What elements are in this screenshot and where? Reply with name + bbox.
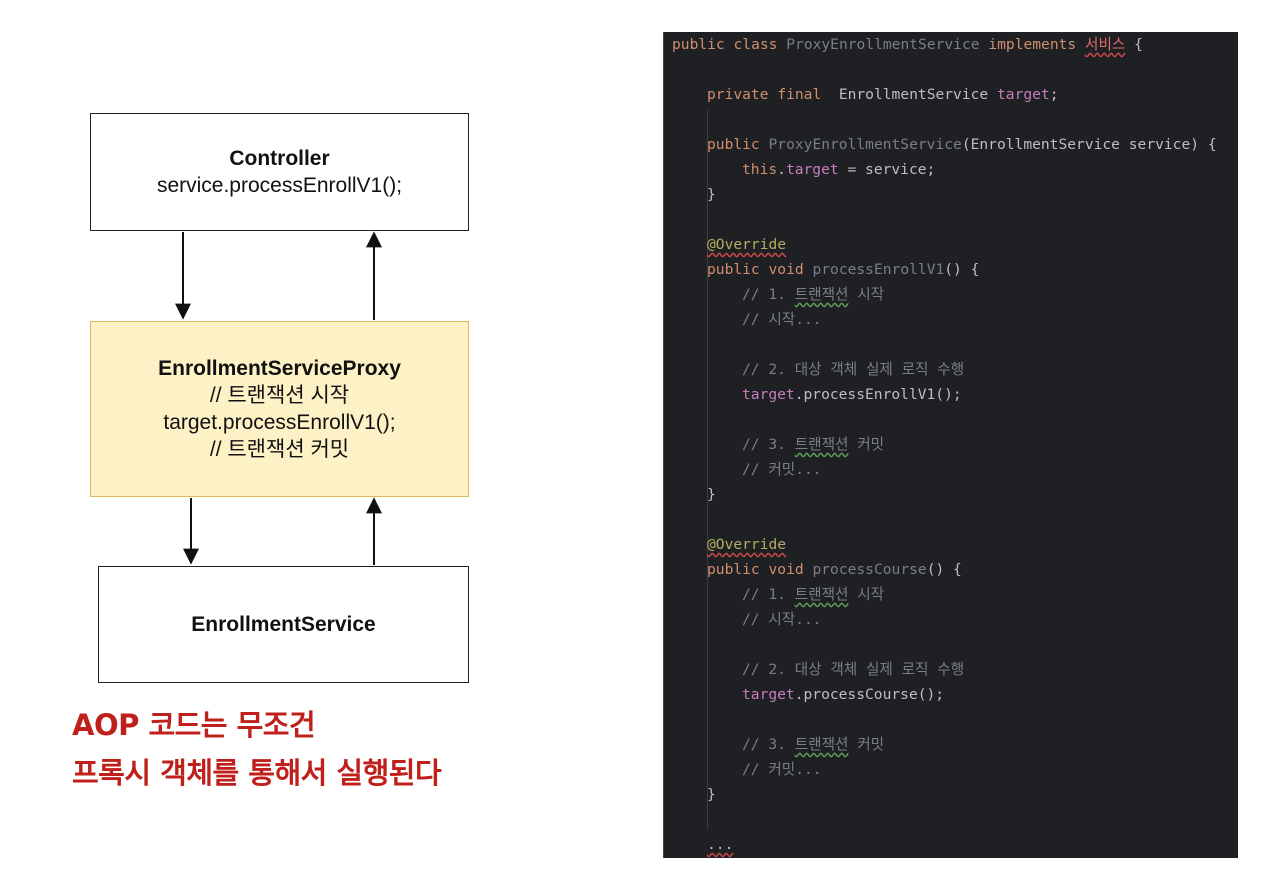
code-line-class-decl: public class ProxyEnrollmentService impl… bbox=[672, 36, 1143, 53]
code-line-ctor: public ProxyEnrollmentService(Enrollment… bbox=[707, 136, 1217, 153]
code-line-method1-sig: public void processEnrollV1() { bbox=[707, 261, 980, 278]
code-line-comment: // 커밋... bbox=[742, 761, 822, 778]
code-line-comment: // 커밋... bbox=[742, 461, 822, 478]
code-line-comment: // 2. 대상 객체 실제 로직 수행 bbox=[742, 661, 965, 678]
controller-title: Controller bbox=[229, 147, 330, 170]
code-line-close: } bbox=[707, 486, 716, 503]
code-line-override: @Override bbox=[707, 536, 787, 553]
code-line-comment: // 3. 트랜잭션 커밋 bbox=[742, 736, 885, 753]
proxy-title: EnrollmentServiceProxy bbox=[158, 357, 401, 380]
code-line-method2-call: target.processCourse(); bbox=[742, 686, 945, 703]
proxy-line-3: // 트랜잭션 커밋 bbox=[209, 438, 350, 461]
caption-line-1: AOP 코드는 무조건 bbox=[72, 708, 316, 742]
service-title: EnrollmentService bbox=[191, 613, 376, 636]
code-line-ellipsis: ... bbox=[707, 836, 734, 853]
code-line-ctor-body: this.target = service; bbox=[742, 161, 936, 178]
code-line-close: } bbox=[707, 786, 716, 803]
controller-box: Controller service.processEnrollV1(); bbox=[90, 113, 469, 231]
proxy-box: EnrollmentServiceProxy // 트랜잭션 시작 target… bbox=[90, 321, 469, 497]
code-line-method2-sig: public void processCourse() { bbox=[707, 561, 962, 578]
proxy-line-1: // 트랜잭션 시작 bbox=[209, 384, 350, 407]
code-line-close: } bbox=[707, 186, 716, 203]
code-line-comment: // 시작... bbox=[742, 311, 822, 328]
code-line-comment: // 1. 트랜잭션 시작 bbox=[742, 286, 885, 303]
code-line-comment: // 1. 트랜잭션 시작 bbox=[742, 586, 885, 603]
code-line-comment: // 시작... bbox=[742, 611, 822, 628]
proxy-line-2: target.processEnrollV1(); bbox=[163, 411, 396, 434]
code-line-comment: // 3. 트랜잭션 커밋 bbox=[742, 436, 885, 453]
caption-line-2: 프록시 객체를 통해서 실행된다 bbox=[72, 756, 442, 790]
flow-arrows bbox=[175, 231, 382, 565]
indent-guide bbox=[707, 110, 708, 830]
code-line-field: private final EnrollmentService target; bbox=[707, 86, 1059, 103]
code-panel: public class ProxyEnrollmentService impl… bbox=[663, 32, 1238, 858]
code-line-comment: // 2. 대상 객체 실제 로직 수행 bbox=[742, 361, 965, 378]
controller-call: service.processEnrollV1(); bbox=[156, 174, 403, 197]
service-box: EnrollmentService bbox=[98, 566, 469, 683]
code-line-override: @Override bbox=[707, 236, 787, 253]
code-line-method1-call: target.processEnrollV1(); bbox=[742, 386, 962, 403]
